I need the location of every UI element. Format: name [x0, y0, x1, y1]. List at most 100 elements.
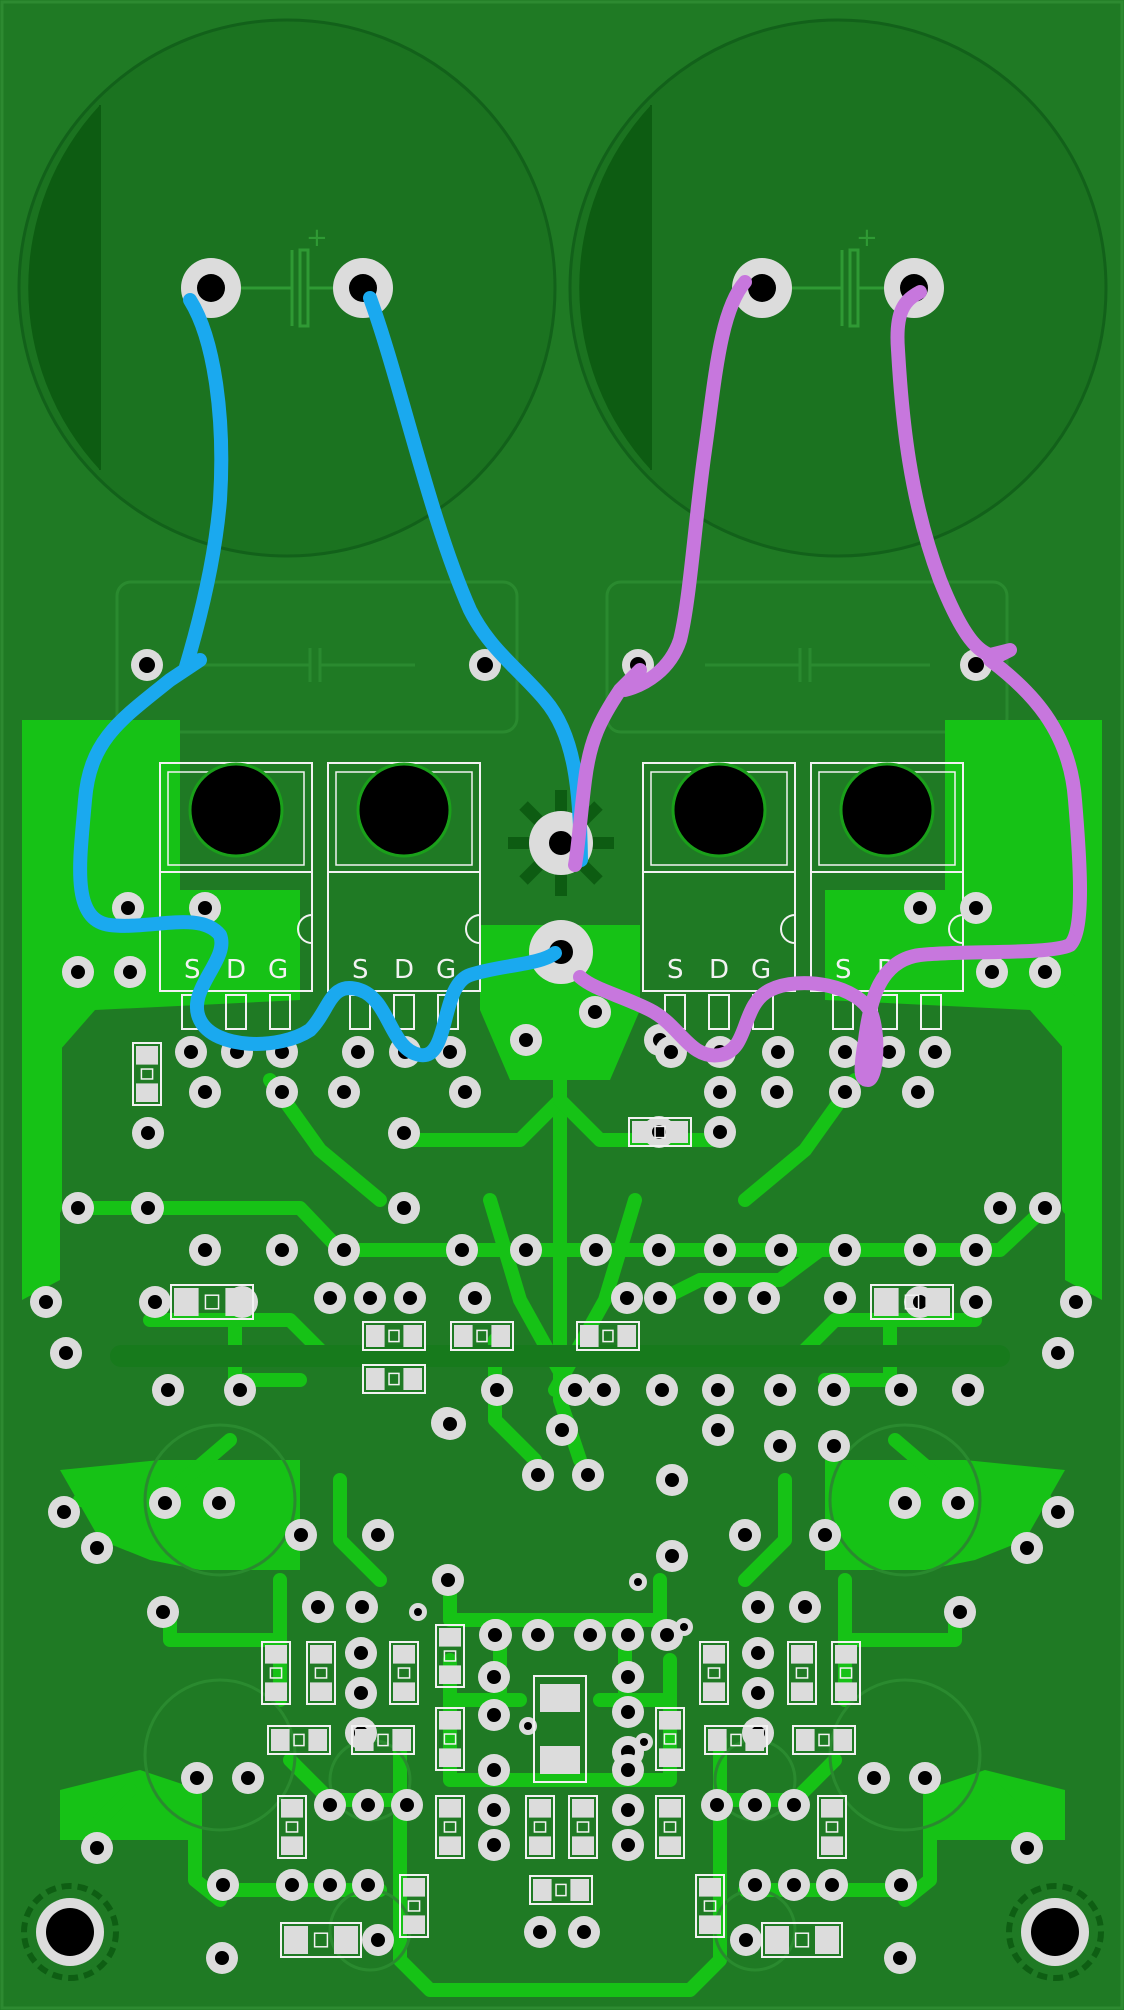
tht-hole [751, 1646, 765, 1660]
tht-hole [141, 1201, 155, 1215]
tht-hole [400, 1798, 414, 1812]
smd-vertical [435, 1624, 465, 1688]
tht-hole [323, 1878, 337, 1892]
tht-hole [918, 1771, 932, 1785]
tht-hole [371, 1528, 385, 1542]
tht-hole [928, 1045, 942, 1059]
tht-hole [894, 1383, 908, 1397]
smd-horizontal [628, 1117, 692, 1147]
mosfet-pin-label: G [268, 955, 288, 985]
tht-hole [215, 1951, 229, 1965]
mosfet-pin-label: G [751, 955, 771, 985]
tht-hole [156, 1605, 170, 1619]
smd-layer [132, 1042, 954, 1958]
tht-hole [771, 1045, 785, 1059]
tht-hole [713, 1125, 727, 1139]
tht-hole [90, 1841, 104, 1855]
tht-hole [893, 1951, 907, 1965]
tht-hole [354, 1646, 368, 1660]
tht-hole [825, 1878, 839, 1892]
tht-hole [664, 1045, 678, 1059]
tht-hole [354, 1686, 368, 1700]
tht-hole [757, 1291, 771, 1305]
tht-hole [653, 1291, 667, 1305]
tht-hole [158, 1496, 172, 1510]
tht-hole [773, 1439, 787, 1453]
tht-hole [969, 1295, 983, 1309]
tht-hole [738, 1528, 752, 1542]
smd-vertical [817, 1795, 847, 1859]
tht-hole [993, 1201, 1007, 1215]
tht-hole [1069, 1295, 1083, 1309]
tht-hole [487, 1763, 501, 1777]
tht-hole [867, 1771, 881, 1785]
tht-hole [397, 1126, 411, 1140]
tht-hole [581, 1468, 595, 1482]
smd-vertical [568, 1795, 598, 1859]
tht-hole [621, 1803, 635, 1817]
smd-horizontal [529, 1875, 593, 1905]
tht-hole [621, 1838, 635, 1852]
pad-layer [30, 892, 1092, 1974]
smd-vertical [525, 1795, 555, 1859]
mosfet-pin-label: D [709, 955, 729, 985]
tht-hole [141, 1126, 155, 1140]
tht-hole [294, 1528, 308, 1542]
tht-hole [355, 1600, 369, 1614]
smd-horizontal [792, 1725, 856, 1755]
tht-hole [488, 1628, 502, 1642]
tht-hole [216, 1878, 230, 1892]
smd-horizontal [362, 1364, 426, 1394]
tht-hole [59, 1346, 73, 1360]
tht-hole [337, 1085, 351, 1099]
tht-hole [787, 1878, 801, 1892]
tht-hole [1020, 1841, 1034, 1855]
tht-hole [531, 1468, 545, 1482]
tht-hole [621, 1763, 635, 1777]
tht-hole [620, 1291, 634, 1305]
smd-vertical [399, 1874, 429, 1938]
tht-hole [275, 1243, 289, 1257]
mosfet-pin-label: G [436, 955, 456, 985]
mounting-holes [21, 1883, 1104, 1981]
smd-vertical [787, 1641, 817, 1705]
tht-hole [713, 1291, 727, 1305]
tht-hole [951, 1496, 965, 1510]
tht-hole [337, 1243, 351, 1257]
tht-hole [833, 1291, 847, 1305]
tht-hole [660, 1628, 674, 1642]
tht-hole [748, 1878, 762, 1892]
tht-hole [665, 1549, 679, 1563]
mosfet-pin-label: D [394, 955, 414, 985]
smd-horizontal [761, 1922, 843, 1958]
tht-hole [953, 1605, 967, 1619]
mosfet-pin-label: S [835, 955, 852, 985]
tht-hole [751, 1686, 765, 1700]
tht-hole [487, 1670, 501, 1684]
cap-plus-left: + [306, 223, 328, 253]
tht-hole [568, 1383, 582, 1397]
wire-purple-1 [568, 275, 752, 872]
tht-hole [184, 1045, 198, 1059]
tht-hole [123, 965, 137, 979]
tht-hole [311, 1600, 325, 1614]
via-hole [634, 1578, 642, 1586]
tht-hole [323, 1798, 337, 1812]
smd-horizontal [870, 1284, 954, 1320]
smd-horizontal [170, 1284, 254, 1320]
tht-hole [713, 1243, 727, 1257]
tht-hole [798, 1600, 812, 1614]
tht-hole [1051, 1505, 1065, 1519]
ground-strip [110, 1345, 1010, 1367]
tht-hole [361, 1798, 375, 1812]
tht-hole [198, 901, 212, 915]
tht-hole [533, 1925, 547, 1939]
smd-horizontal [362, 1321, 426, 1351]
tht-hole [751, 1600, 765, 1614]
tht-hole [913, 1295, 927, 1309]
smd-horizontal [267, 1725, 331, 1755]
